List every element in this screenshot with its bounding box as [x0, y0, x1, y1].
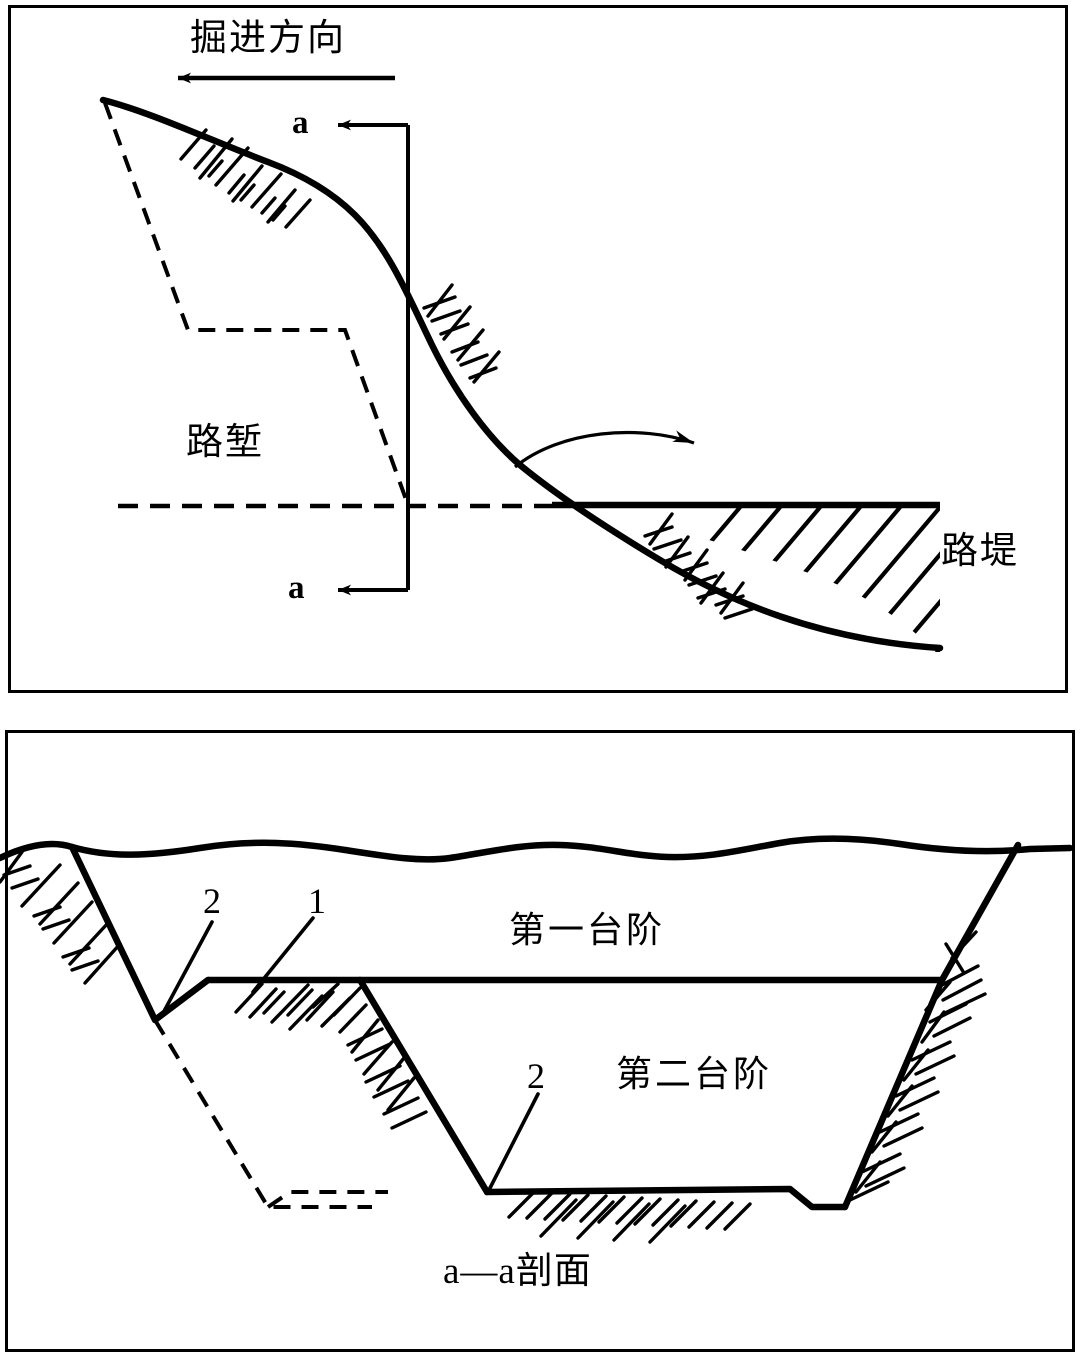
- slope-hatch-lower: [422, 283, 501, 384]
- second-bench-left-slope-hatch: [346, 1018, 428, 1130]
- callout-lower-label: 2: [527, 1056, 545, 1096]
- second-bench-label: 第二台阶: [616, 1054, 773, 1094]
- section-line-a-a: [338, 119, 410, 596]
- section-caption: a—a剖面: [443, 1251, 592, 1292]
- slope-hatch-upper: [179, 128, 312, 229]
- section-marker-top-label: a: [292, 105, 309, 141]
- cut-excavation-dashed-outline: [103, 102, 410, 506]
- cut-label: 路堑: [186, 422, 264, 463]
- panel-cross-section: [5, 730, 1075, 1352]
- callout-upper-right-label: 1: [308, 881, 326, 921]
- embankment-label: 路堤: [941, 531, 1019, 572]
- callout-upper-left-label: 2: [203, 881, 221, 921]
- natural-ground-hatch-right: [643, 512, 754, 620]
- excavation-bottom-hatch: [507, 1190, 752, 1244]
- section-marker-bottom-label: a: [288, 570, 305, 606]
- right-outer-slope-hatch: [848, 930, 987, 1202]
- second-bench-left-slope: [356, 976, 491, 1196]
- excavation-direction-label: 掘进方向: [190, 18, 346, 59]
- cross-section-ground-surface: [0, 835, 1074, 863]
- panel-longitudinal-profile: [8, 5, 1068, 693]
- left-outer-slope-hatch: [0, 850, 122, 985]
- first-bench-label: 第一台阶: [509, 910, 666, 950]
- right-outer-slope: [810, 841, 1022, 1211]
- callout-leaders: [160, 916, 540, 1192]
- material-flow-arrow: [513, 430, 695, 469]
- excavation-bottom: [483, 1185, 849, 1211]
- design-excavation-dashed-outline: [153, 1018, 388, 1209]
- left-outer-slope: [68, 843, 212, 1024]
- first-bench-floor-hatch: [234, 982, 368, 1034]
